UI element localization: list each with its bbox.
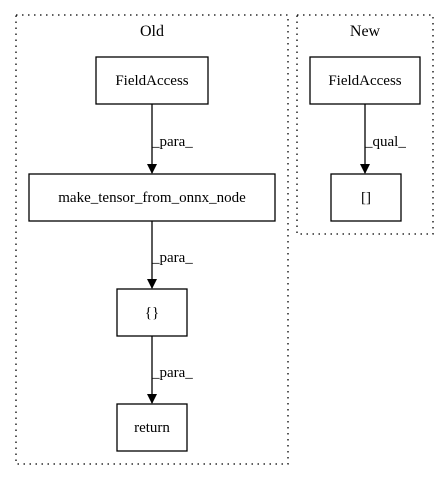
node-brackets-label: [] bbox=[361, 190, 371, 206]
node-old-field-access-box bbox=[95, 56, 209, 105]
node-braces[interactable]: {} bbox=[116, 288, 188, 337]
node-new-field-access-box bbox=[309, 56, 421, 105]
node-make-tensor-box bbox=[28, 173, 276, 222]
edge-make-to-braces-label: _para_ bbox=[151, 250, 193, 266]
edge-new-fa-to-brackets: _qual_ bbox=[360, 104, 406, 174]
old-cluster: Old bbox=[15, 14, 289, 465]
node-old-field-access[interactable]: FieldAccess bbox=[95, 56, 209, 105]
new-cluster-border bbox=[296, 14, 434, 235]
node-old-field-access-label: FieldAccess bbox=[115, 73, 188, 89]
edge-new-fa-to-brackets-label: _qual_ bbox=[364, 134, 406, 150]
new-cluster: New bbox=[296, 14, 434, 235]
node-brackets[interactable]: [] bbox=[330, 173, 402, 222]
edge-braces-to-return-label: _para_ bbox=[151, 365, 193, 381]
node-new-field-access-label: FieldAccess bbox=[328, 73, 401, 89]
node-return-box bbox=[116, 403, 188, 452]
edge-braces-to-return: _para_ bbox=[147, 336, 193, 404]
node-braces-label: {} bbox=[145, 305, 159, 321]
old-cluster-title: Old bbox=[140, 23, 164, 40]
edge-old-fa-to-make: _para_ bbox=[147, 104, 193, 174]
edge-old-fa-to-make-label: _para_ bbox=[151, 134, 193, 150]
node-braces-box bbox=[116, 288, 188, 337]
node-make-tensor[interactable]: make_tensor_from_onnx_node bbox=[28, 173, 276, 222]
node-new-field-access[interactable]: FieldAccess bbox=[309, 56, 421, 105]
new-cluster-title: New bbox=[350, 23, 381, 40]
node-brackets-box bbox=[330, 173, 402, 222]
node-return-label: return bbox=[134, 420, 170, 436]
node-make-tensor-label: make_tensor_from_onnx_node bbox=[58, 190, 246, 206]
node-return[interactable]: return bbox=[116, 403, 188, 452]
edge-make-to-braces: _para_ bbox=[147, 221, 193, 289]
